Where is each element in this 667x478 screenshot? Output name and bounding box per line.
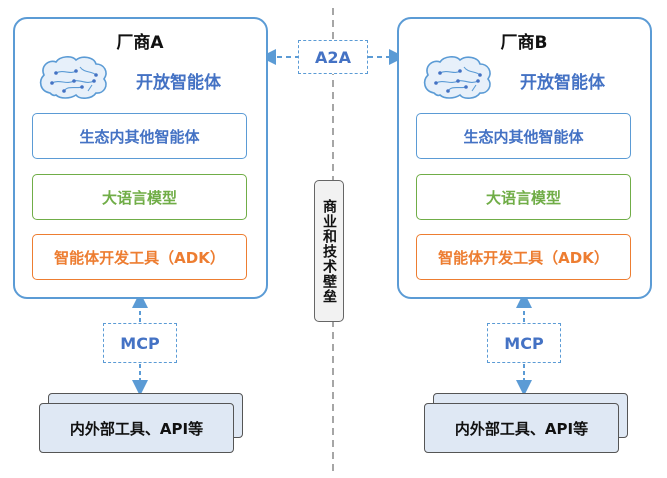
barrier-box: 商业和技术壁垒 [314, 180, 344, 322]
vendor-b-tools: 内外部工具、API等 [424, 403, 619, 453]
vendor-b-open-agent: 开放智能体 [520, 73, 605, 93]
vendor-b-layer-llm: 大语言模型 [416, 174, 631, 220]
vendor-a-tools: 内外部工具、API等 [39, 403, 234, 453]
brain-icon [423, 56, 491, 99]
a2a-box: A2A [298, 40, 368, 74]
vendor-a-layer-adk: 智能体开发工具（ADK） [32, 234, 247, 280]
a2a-label: A2A [315, 47, 351, 67]
vendor-a-mcp-box: MCP [103, 323, 177, 363]
vendor-a-layer-llm: 大语言模型 [32, 174, 247, 220]
vendor-b-layer-ecosystem: 生态内其他智能体 [416, 113, 631, 159]
brain-icon [39, 56, 107, 99]
vendor-a-mcp-label: MCP [120, 333, 160, 353]
vendor-b-layer-adk: 智能体开发工具（ADK） [416, 234, 631, 280]
vendor-a-open-agent: 开放智能体 [136, 73, 221, 93]
barrier-label: 商业和技术壁垒 [321, 198, 337, 304]
vendor-a-title: 厂商A [116, 33, 164, 53]
vendor-a-layer-ecosystem: 生态内其他智能体 [32, 113, 247, 159]
vendor-b-mcp-box: MCP [487, 323, 561, 363]
vendor-b-title: 厂商B [500, 33, 548, 53]
vendor-b-mcp-label: MCP [504, 333, 544, 353]
